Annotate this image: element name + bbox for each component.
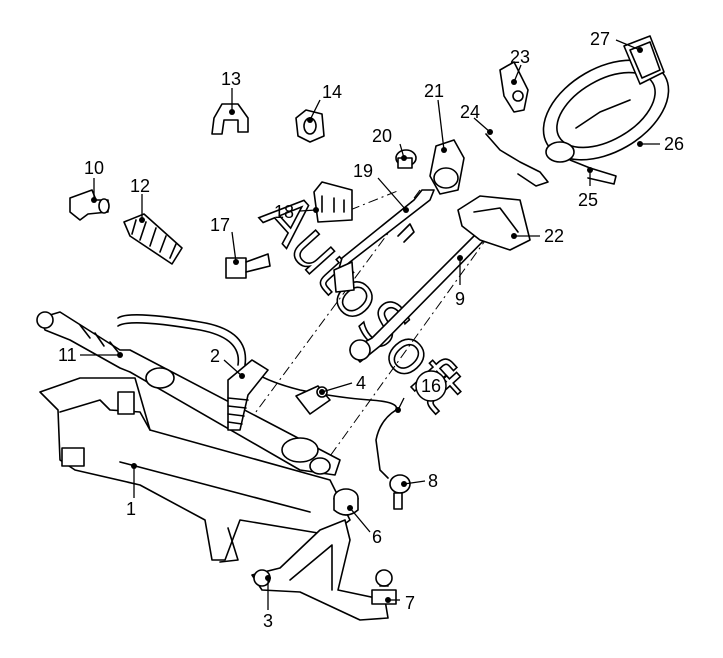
callout-11: 11 [58,345,77,365]
part-link-8 [389,474,411,510]
callout-12: 12 [130,176,150,196]
part-bush-6 [333,488,359,516]
part-rubber-bush [295,109,325,143]
callout-27: 27 [590,29,610,49]
part-clamp [211,103,249,135]
part-stalk-25 [569,159,617,185]
callout-6: 6 [372,527,382,547]
callout-20: 20 [372,126,392,146]
callout-13: 13 [221,69,241,89]
callout-8: 8 [428,471,438,491]
callout-4: 4 [356,373,366,393]
part-ball-joint [371,569,397,605]
callout-24: 24 [460,102,480,122]
callout-17: 17 [210,215,230,235]
part-hose-elbow [69,189,110,221]
callout-18: 18 [274,202,294,222]
part-bellows-boot [123,213,183,265]
callout-3: 3 [263,611,273,631]
callout-19: 19 [353,161,373,181]
part-steering-column [333,189,435,293]
callout-16-circle [415,370,447,402]
part-ignition-lock [429,139,465,195]
callout-2: 2 [210,346,220,366]
part-switch-23 [499,61,529,113]
callout-7: 7 [405,593,415,613]
leader-lines [80,39,660,610]
part-front-crossmember [39,377,351,563]
part-lower-control-arm [251,519,389,621]
callout-10: 10 [84,158,104,178]
part-bracket [225,253,271,279]
callout-23: 23 [510,47,530,67]
callout-9: 9 [455,289,465,309]
callout-16: 16 [421,376,441,396]
part-steering-wheel [542,59,670,163]
callout-14: 14 [322,82,342,102]
callout-1: 1 [126,499,136,519]
part-rack-boot [227,359,269,431]
part-lever-24 [485,133,549,187]
callout-labels: 1 2 3 4 6 7 8 9 10 11 12 13 14 16 17 18 … [58,29,684,631]
part-steering-rack [36,311,341,476]
callout-26: 26 [664,134,684,154]
callout-25: 25 [578,190,598,210]
part-switch-housing [313,181,353,223]
callout-22: 22 [544,226,564,246]
callout-21: 21 [424,81,444,101]
